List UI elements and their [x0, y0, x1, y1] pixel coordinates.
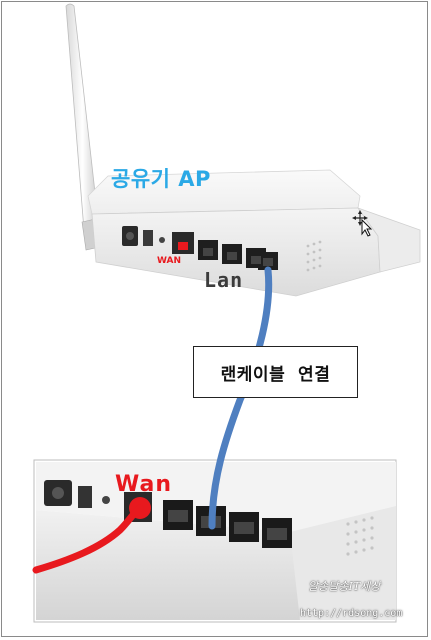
lan-ports-closeup: [163, 500, 292, 548]
wan-closeup-label: Wan: [115, 472, 172, 497]
reset-button: [143, 230, 153, 246]
router-photo-top: [65, 3, 421, 297]
watermark-url: http://rdsong.com: [300, 608, 403, 619]
wan-cable: [32, 504, 144, 574]
move-cursor-icon: [352, 210, 373, 237]
callout-text: 랜케이블 연결: [220, 364, 331, 385]
lan-ports-top: [198, 240, 278, 270]
watermark-title: 알송달송IT세상: [308, 580, 381, 593]
wan-port-label: WAN: [157, 256, 182, 266]
lan-port-label: Lan: [204, 268, 244, 292]
lan-cable: [208, 266, 273, 530]
ap-label: 공유기 AP: [111, 167, 211, 191]
cable-connection-callout: 랜케이블 연결: [193, 346, 358, 398]
